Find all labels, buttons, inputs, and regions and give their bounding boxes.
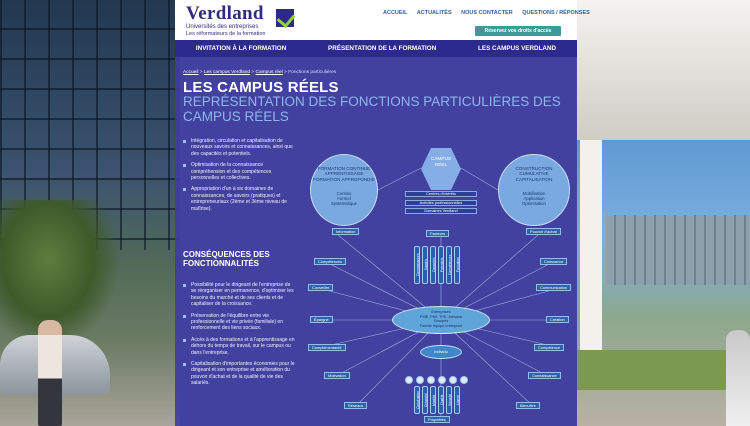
site-header: Verdland Universités des entreprises Les… <box>175 0 590 40</box>
bullet-list-consequences: Possibilité pour le dirigeant de l'entre… <box>183 282 295 392</box>
walking-person <box>726 330 750 426</box>
top-link-accueil[interactable]: ACCUEIL <box>383 10 408 16</box>
stack-item: Activités professionnelles <box>405 199 477 206</box>
dots-row <box>405 376 468 384</box>
node-facteurs: Facteurs <box>426 230 450 237</box>
pill: Savoirs <box>422 246 428 284</box>
content-panel: Verdland Universités des entreprises Les… <box>175 0 590 426</box>
breadcrumb-current: Fonctions particulières <box>288 70 337 75</box>
node-conseiller: Conseiller <box>308 284 334 291</box>
stack-item: Centres d'intérêts <box>405 191 477 197</box>
node-pouvoir-achat: Pouvoir d'achat <box>526 228 561 235</box>
pill: Liberté <box>454 386 460 414</box>
breadcrumb: Accueil > Les campus Verdland > Campus r… <box>183 70 337 75</box>
node-reseaux: Réseaux <box>344 402 368 409</box>
domains-stack: Centres d'intérêts Activités professionn… <box>405 191 477 217</box>
logo-tagline-2: Les réformateurs de la formation <box>186 31 266 37</box>
logo[interactable]: Verdland Universités des entreprises Les… <box>186 3 298 37</box>
logo-tagline: Universités des entreprises <box>186 24 259 30</box>
page-title: LES CAMPUS RÉELS <box>183 79 339 96</box>
node-motivation: Motivation <box>324 372 350 379</box>
canopy-roof <box>576 0 750 140</box>
list-item: Capitalisation d'importantes économies p… <box>183 361 295 387</box>
circle-formation <box>310 154 378 226</box>
node-information: Information <box>332 228 360 235</box>
circle-construction-label: CONSTRUCTION CUMULATIVE CAPITALISATION <box>515 166 553 182</box>
circle-formation-label: FORMATION CONTINUE APPRENTISSAGE FORMATI… <box>313 166 375 182</box>
pills-bottom: Coopération Créativité Mobilité Qualité … <box>414 386 460 414</box>
node-proprietes: Propriétés <box>424 416 450 423</box>
pills-top: Connaissances Savoirs Capacités Potentie… <box>414 246 460 284</box>
campus-diagram: FORMATION CONTINUE APPRENTISSAGE FORMATI… <box>308 140 576 426</box>
dot <box>427 376 435 384</box>
pill: Sécurité <box>446 386 452 414</box>
dot <box>405 376 413 384</box>
stack-item: Domaines Verdland <box>405 208 477 214</box>
node-connaissance: Connaissance <box>528 372 561 379</box>
pill: Formation <box>454 246 460 284</box>
logo-name: Verdland <box>186 3 264 24</box>
lawn <box>576 350 750 390</box>
individu-label: Individu <box>434 349 448 354</box>
list-item: Accès à des formations et à l'apprentiss… <box>183 337 295 356</box>
nav-campus[interactable]: LES CAMPUS VERDLAND <box>478 45 557 52</box>
main-nav: INVITATION À LA FORMATION PRÉSENTATION D… <box>175 40 577 57</box>
node-croissance: Croissance <box>540 258 568 265</box>
breadcrumb-link-reel[interactable]: Campus réel <box>255 70 283 75</box>
reserve-access-button[interactable]: Réservez vos droits d'accès <box>475 26 561 36</box>
background-building-right <box>576 0 750 426</box>
individu-ellipse <box>420 345 462 359</box>
bullet-list-functions: Intégration, circulation et capitalisati… <box>183 138 295 217</box>
node-complementarite: Complémentarité <box>308 344 346 351</box>
center-ellipse <box>392 306 490 334</box>
distant-building <box>606 215 750 285</box>
campus-hexagon-label: CAMPUS RÉEL <box>430 157 452 168</box>
pill: Compétences <box>446 246 452 284</box>
breadcrumb-link-accueil[interactable]: Accueil <box>183 70 199 75</box>
top-link-contact[interactable]: NOUS CONTACTER <box>461 10 513 16</box>
list-item: Possibilité pour le dirigeant de l'entre… <box>183 282 295 308</box>
top-link-actualites[interactable]: ACTUALITÉS <box>416 10 452 16</box>
pill: Capacités <box>430 246 436 284</box>
node-competences: Compétences <box>314 258 347 265</box>
top-links: ACCUEIL ACTUALITÉS NOUS CONTACTER QUESTI… <box>383 10 598 16</box>
node-epargne: Épargne <box>310 316 333 323</box>
dot <box>449 376 457 384</box>
background-building-left <box>0 0 180 426</box>
circle-construction <box>498 154 570 226</box>
breadcrumb-link-campus[interactable]: Les campus Verdland <box>203 70 251 75</box>
column <box>580 140 602 370</box>
pill: Créativité <box>422 386 428 414</box>
pill: Potentiels <box>438 246 444 284</box>
pill: Connaissances <box>414 246 420 284</box>
node-competence: Compétence <box>534 344 565 351</box>
circle-formation-sub: Continu Formel Systématique <box>330 191 358 207</box>
top-link-faq[interactable]: QUESTIONS / RÉPONSES <box>522 10 590 16</box>
nav-invitation[interactable]: INVITATION À LA FORMATION <box>195 45 287 52</box>
list-item: Appropriation d'un à six domaines de con… <box>183 186 295 212</box>
pill: Qualité <box>438 386 444 414</box>
dot <box>460 376 468 384</box>
list-item: Optimisation de la connaissance compréhe… <box>183 162 295 181</box>
list-item: Préservation de l'équilibre entre vie pr… <box>183 313 295 332</box>
page-subtitle: REPRÉSENTATION DES FONCTIONS PARTICULIÈR… <box>183 94 561 124</box>
nav-presentation[interactable]: PRÉSENTATION DE LA FORMATION <box>328 45 437 52</box>
node-communication: Communication <box>536 284 572 291</box>
pedestrian <box>38 320 62 426</box>
node-creation: Création <box>546 316 569 323</box>
dot <box>416 376 424 384</box>
node-bien-etre: Bien-être <box>516 402 540 409</box>
logo-check-icon <box>276 9 294 27</box>
center-ellipse-label: Entreprises PME, PMI, TPE, Artisans Grou… <box>419 310 463 328</box>
dot <box>438 376 446 384</box>
pill: Mobilité <box>430 386 436 414</box>
circle-construction-sub: Mobilisation Application Optimisation <box>522 191 546 207</box>
list-item: Intégration, circulation et capitalisati… <box>183 138 295 157</box>
section-heading: CONSÉQUENCES DES FONCTIONNALITÉS <box>183 250 270 268</box>
pill: Coopération <box>414 386 420 414</box>
